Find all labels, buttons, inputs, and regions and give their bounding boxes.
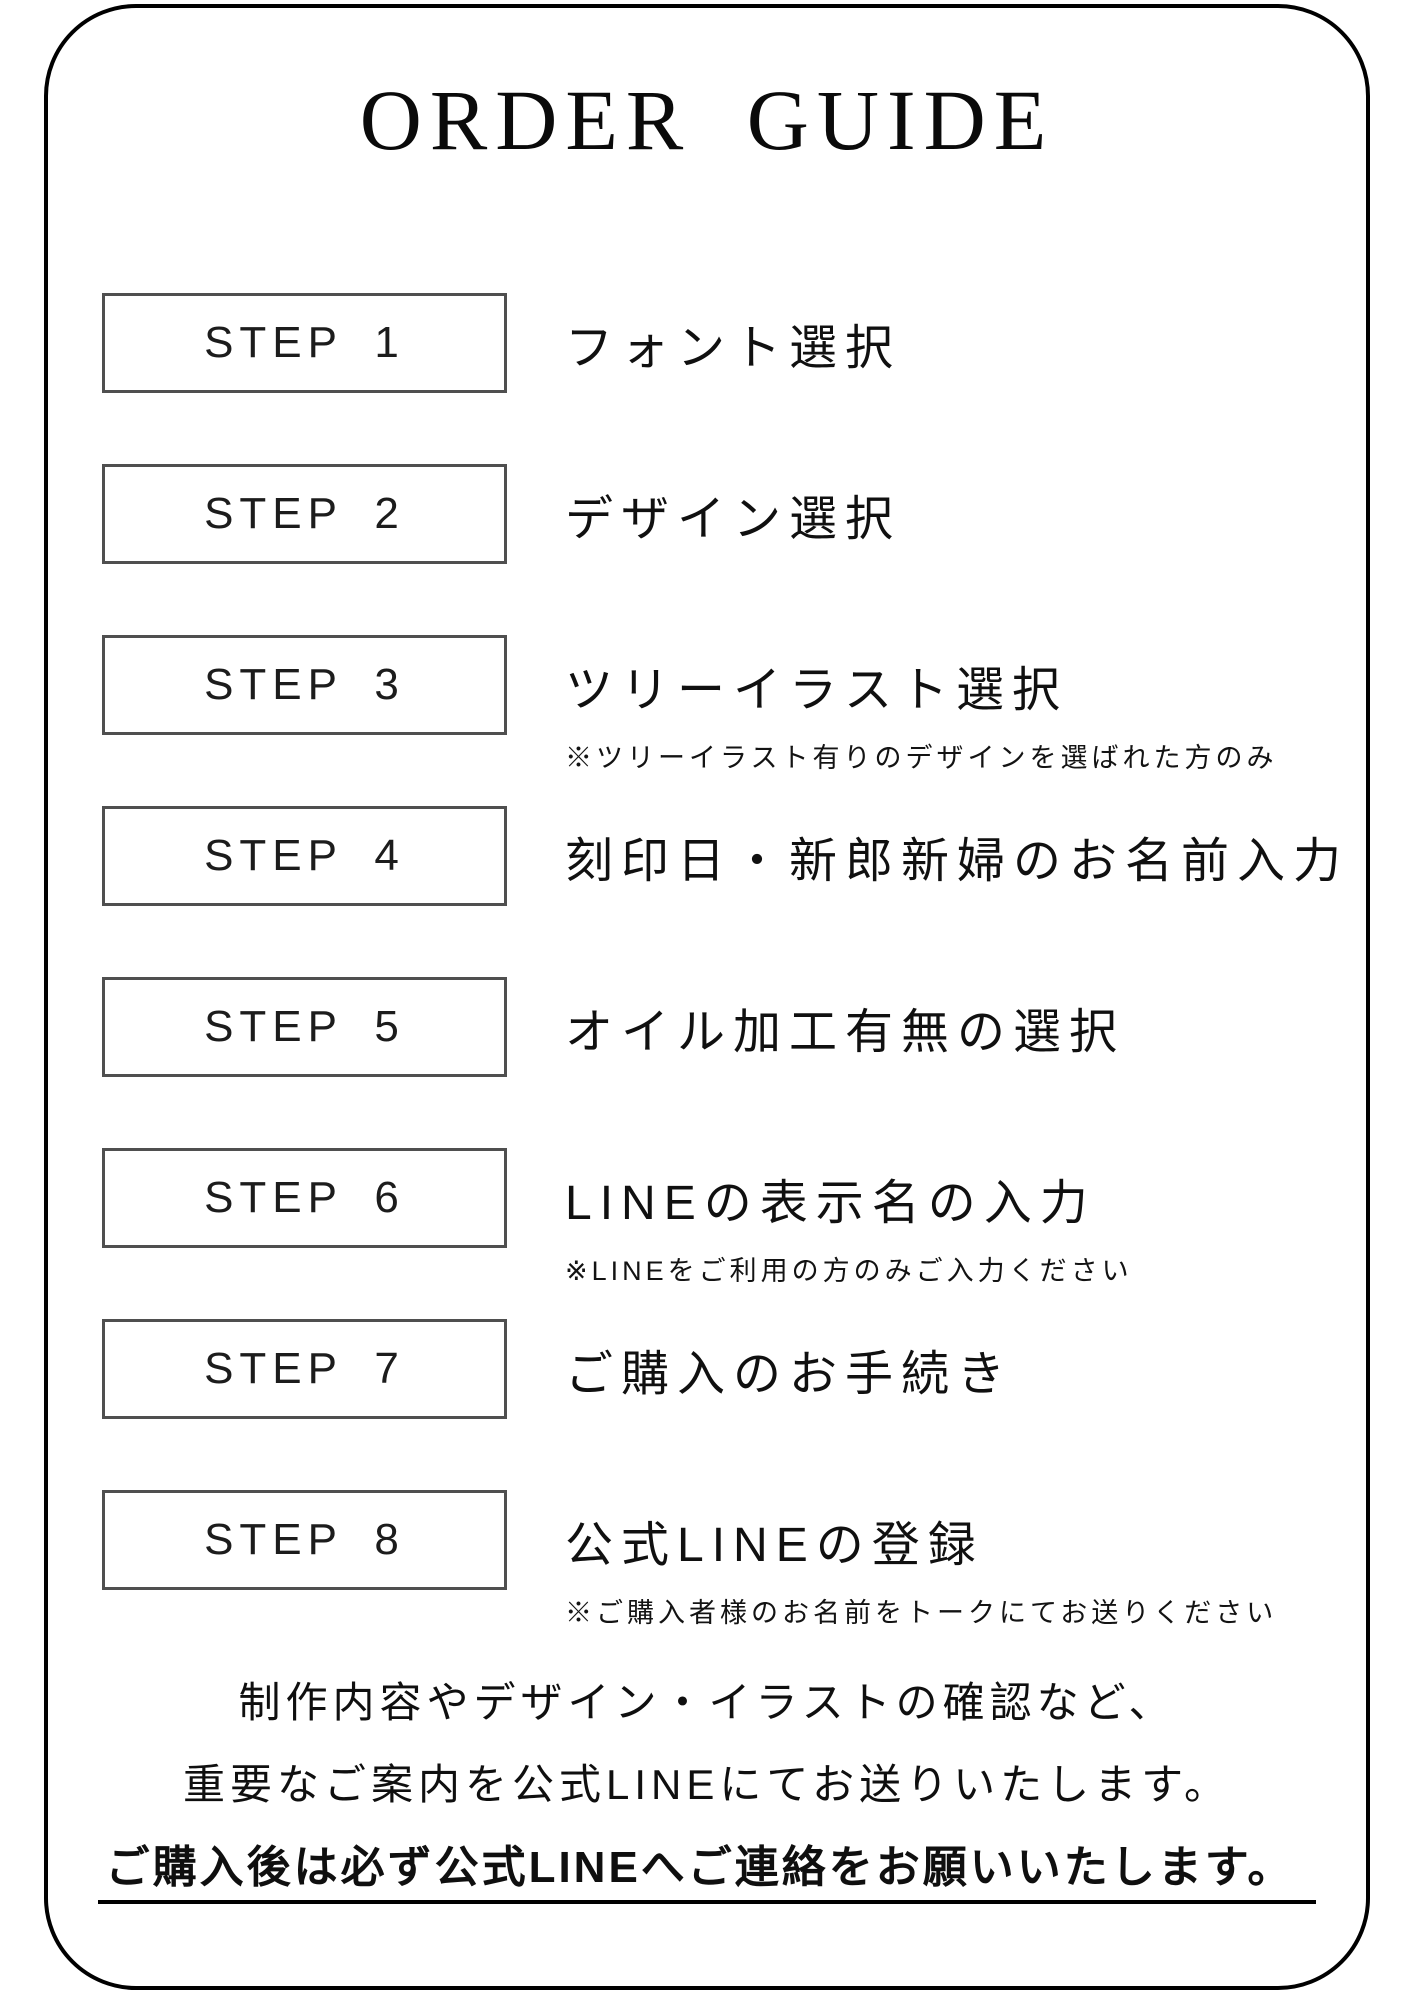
step-text: フォント選択	[565, 293, 901, 393]
step-number-label: STEP 2	[204, 489, 405, 538]
step-number-box: STEP 4	[102, 806, 507, 906]
step-title: ツリーイラスト選択	[565, 664, 1069, 717]
step-text: 刻印日・新郎新婦のお名前入力	[565, 806, 1349, 906]
step-text: LINEの表示名の入力 ※LINEをご利用の方のみご入力ください	[565, 1148, 1129, 1286]
step-title: 公式LINEの登録	[565, 1519, 984, 1572]
step-number-box: STEP 6	[102, 1148, 507, 1248]
step-number-label: STEP 3	[204, 660, 405, 709]
step-note: ※ご購入者様のお名前をトークにてお送りください	[565, 1598, 1278, 1628]
step-number-box: STEP 1	[102, 293, 507, 393]
step-number-label: STEP 6	[204, 1173, 405, 1222]
step-text: デザイン選択	[565, 464, 901, 564]
step-text: ご購入のお手続き	[565, 1319, 1013, 1419]
step-text: 公式LINEの登録 ※ご購入者様のお名前をトークにてお送りください	[565, 1490, 1273, 1628]
step-number-label: STEP 7	[204, 1344, 405, 1393]
step-number-label: STEP 5	[204, 1002, 405, 1051]
step-title: フォント選択	[565, 322, 902, 375]
step-row: STEP 4 刻印日・新郎新婦のお名前入力	[102, 806, 1349, 906]
step-number-box: STEP 2	[102, 464, 507, 564]
footer-line-3-emphasis: ご購入後は必ず公式LINEへご連絡をお願いいたします。	[97, 1846, 1317, 1904]
step-number-box: STEP 8	[102, 1490, 507, 1590]
page-title: ORDER GUIDE	[359, 72, 1055, 168]
step-row: STEP 3 ツリーイラスト選択 ※ツリーイラスト有りのデザインを選ばれた方のみ	[102, 635, 1349, 773]
step-number-label: STEP 1	[204, 318, 405, 367]
step-note: ※LINEをご利用の方のみご入力ください	[565, 1256, 1133, 1286]
step-number-box: STEP 5	[102, 977, 507, 1077]
step-number-label: STEP 4	[204, 831, 405, 880]
step-title: LINEの表示名の入力	[565, 1177, 1096, 1230]
step-title: オイル加工有無の選択	[565, 1006, 1126, 1059]
footer-line-1: 制作内容やデザイン・イラストの確認など、	[238, 1679, 1176, 1726]
step-note: ※ツリーイラスト有りのデザインを選ばれた方のみ	[565, 743, 1278, 773]
step-number-box: STEP 3	[102, 635, 507, 735]
step-list: STEP 1 フォント選択 STEP 2 デザイン選択 STEP 3 ツリーイラ…	[102, 293, 1349, 1661]
step-text: オイル加工有無の選択	[565, 977, 1125, 1077]
footer-line-2: 重要なご案内を公式LINEにてお送りいたします。	[183, 1761, 1231, 1808]
step-row: STEP 5 オイル加工有無の選択	[102, 977, 1349, 1077]
step-row: STEP 6 LINEの表示名の入力 ※LINEをご利用の方のみご入力ください	[102, 1148, 1349, 1286]
step-text: ツリーイラスト選択 ※ツリーイラスト有りのデザインを選ばれた方のみ	[565, 635, 1273, 773]
step-number-label: STEP 8	[204, 1515, 405, 1564]
step-title: ご購入のお手続き	[565, 1348, 1014, 1401]
footer-notice: 制作内容やデザイン・イラストの確認など、 重要なご案内を公式LINEにてお送りい…	[0, 1682, 1414, 1904]
step-row: STEP 8 公式LINEの登録 ※ご購入者様のお名前をトークにてお送りください	[102, 1490, 1349, 1628]
step-number-box: STEP 7	[102, 1319, 507, 1419]
step-title: デザイン選択	[565, 493, 902, 546]
step-row: STEP 1 フォント選択	[102, 293, 1349, 393]
step-row: STEP 7 ご購入のお手続き	[102, 1319, 1349, 1419]
step-row: STEP 2 デザイン選択	[102, 464, 1349, 564]
step-title: 刻印日・新郎新婦のお名前入力	[565, 835, 1350, 888]
